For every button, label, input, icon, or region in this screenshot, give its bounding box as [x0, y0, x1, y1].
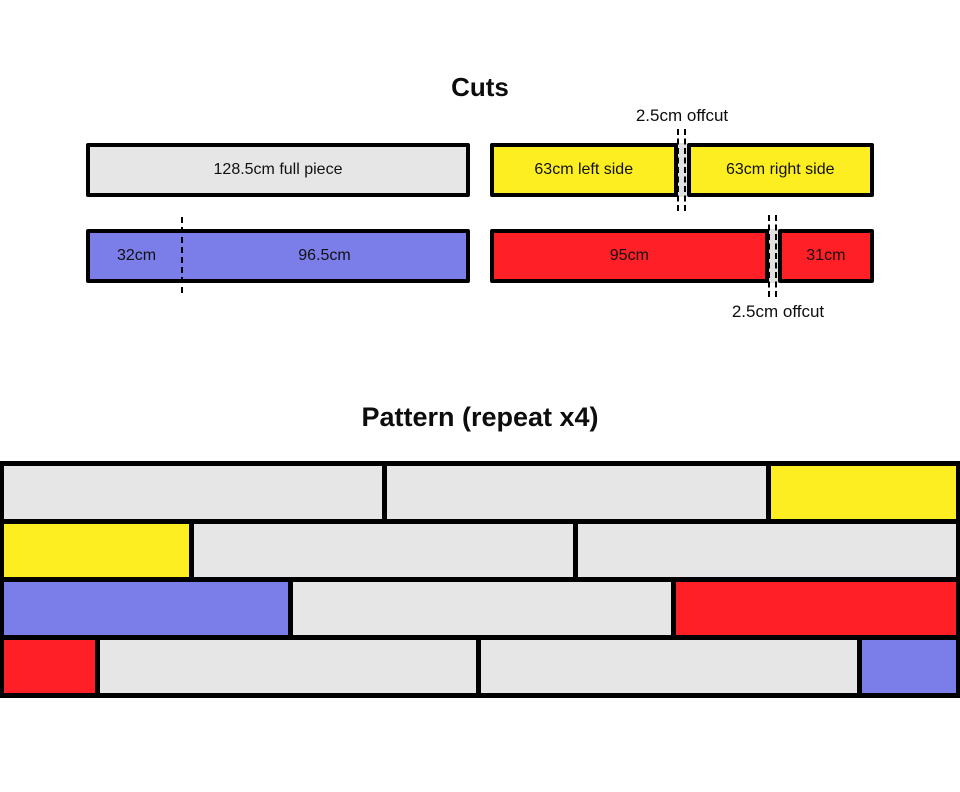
offcut-label-bottom: 2.5cm offcut — [731, 302, 825, 321]
yellow-right-label: 63cm right side — [726, 161, 835, 178]
plank-yellow — [770, 466, 956, 519]
plank-purple — [862, 640, 956, 693]
cut-line-dashed — [774, 215, 777, 297]
purple-split-bar: 32cm 96.5cm — [86, 217, 470, 293]
plank-gray — [387, 466, 766, 519]
plank-gray — [194, 524, 573, 577]
plank-purple — [4, 582, 289, 635]
pattern-row — [4, 582, 956, 635]
pattern-grid — [0, 461, 960, 698]
offcut-strip-red — [767, 215, 778, 297]
plank-yellow — [4, 524, 190, 577]
plank-gray — [577, 524, 956, 577]
red-left-label: 95cm — [609, 247, 649, 264]
pattern-title: Pattern (repeat x4) — [361, 402, 599, 432]
cuts-title: Cuts — [451, 72, 509, 102]
offcut-label-top: 2.5cm offcut — [635, 106, 729, 125]
purple-right-label: 96.5cm — [298, 247, 351, 264]
plank-gray — [4, 466, 383, 519]
cut-line-dashed — [683, 129, 686, 211]
purple-left-section: 32cm — [90, 247, 183, 265]
cut-line-dashed — [181, 217, 183, 293]
red-split-bar: 95cm 31cm — [490, 215, 874, 297]
yellow-left-piece: 63cm left side — [490, 143, 678, 197]
pattern-row — [4, 640, 956, 693]
full-piece-label: 128.5cm full piece — [213, 161, 343, 178]
plank-red — [4, 640, 95, 693]
yellow-split-bar: 63cm left side 63cm right side — [490, 129, 874, 211]
pattern-row — [4, 466, 956, 519]
plank-red — [676, 582, 956, 635]
plank-gray — [481, 640, 858, 693]
purple-left-label: 32cm — [116, 247, 157, 264]
red-right-label: 31cm — [806, 247, 846, 264]
red-left-piece: 95cm — [490, 229, 769, 283]
cut-line-dashed — [767, 215, 770, 297]
offcut-strip-yellow — [676, 129, 687, 211]
pattern-row — [4, 524, 956, 577]
red-right-piece: 31cm — [777, 229, 874, 283]
plank-gray — [293, 582, 672, 635]
plank-gray — [99, 640, 477, 693]
yellow-left-label: 63cm left side — [534, 161, 634, 178]
cut-line-dashed — [676, 129, 679, 211]
full-piece-bar: 128.5cm full piece — [86, 143, 470, 197]
purple-right-section: 96.5cm — [183, 247, 466, 265]
yellow-right-piece: 63cm right side — [686, 143, 874, 197]
